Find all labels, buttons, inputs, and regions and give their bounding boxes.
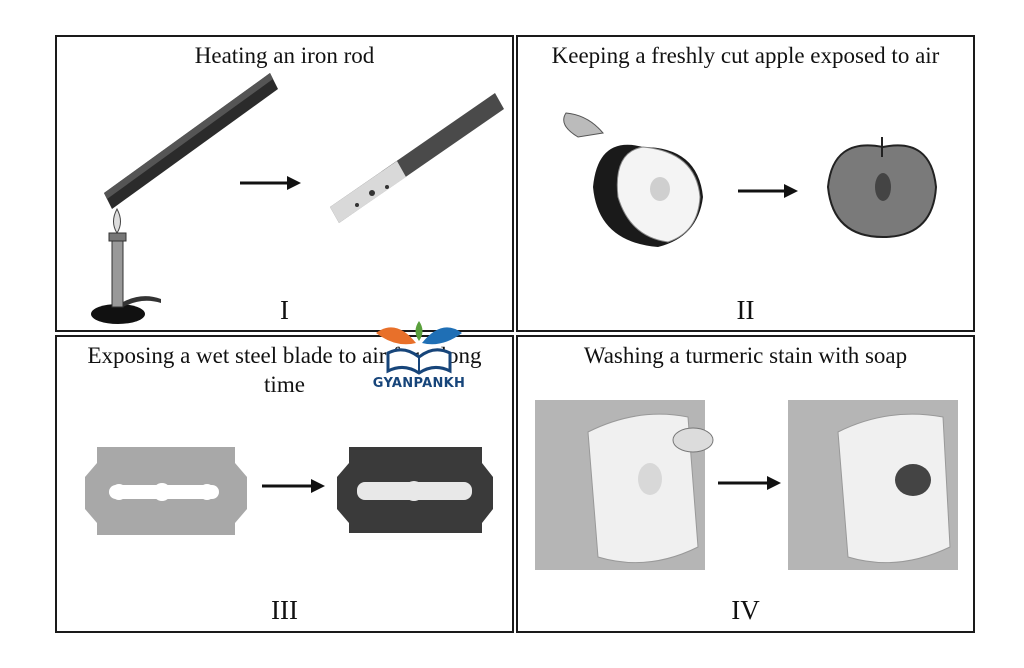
rusted-blade-icon (337, 447, 493, 533)
shirt-illustration (535, 400, 958, 570)
panel-caption: Keeping a freshly cut apple exposed to a… (551, 43, 940, 68)
panel-numeral: III (271, 595, 298, 625)
panel-wet-steel-blade: Exposing a wet steel blade to air for a … (55, 335, 514, 633)
panel-turmeric-stain: Washing a turmeric stain with soap IV (516, 335, 975, 633)
arrow-right-icon (240, 176, 301, 190)
panel-caption: Heating an iron rod (194, 43, 375, 68)
iron-rod-illustration (91, 73, 504, 324)
stained-shirt-photo-icon (788, 400, 958, 570)
gyanpankh-logo: GYANPANKH (366, 313, 472, 401)
bunsen-burner-icon (91, 207, 161, 324)
blade-illustration (85, 447, 493, 535)
apple-illustration (563, 112, 938, 247)
panel-numeral: I (280, 295, 289, 325)
arrow-right-icon (738, 184, 798, 198)
razor-blade-icon (85, 447, 247, 535)
browned-apple-icon (826, 137, 938, 239)
iron-rod-icon (104, 73, 278, 209)
cut-apple-icon (563, 112, 703, 247)
panel-heating-iron-rod: Heating an iron rod I (55, 35, 514, 332)
panel-cut-apple: Keeping a freshly cut apple exposed to a… (516, 35, 975, 332)
panel-numeral: II (736, 295, 755, 325)
rusted-rod-icon (330, 93, 504, 223)
shirt-photo-icon (535, 400, 705, 570)
panel-caption: Washing a turmeric stain with soap (583, 343, 908, 368)
arrow-right-icon (262, 479, 325, 493)
logo-text: GYANPANKH (372, 376, 466, 391)
panel-numeral: IV (731, 595, 760, 625)
arrow-right-icon (718, 476, 781, 490)
book-logo-icon (376, 321, 462, 375)
soap-icon (672, 427, 714, 453)
